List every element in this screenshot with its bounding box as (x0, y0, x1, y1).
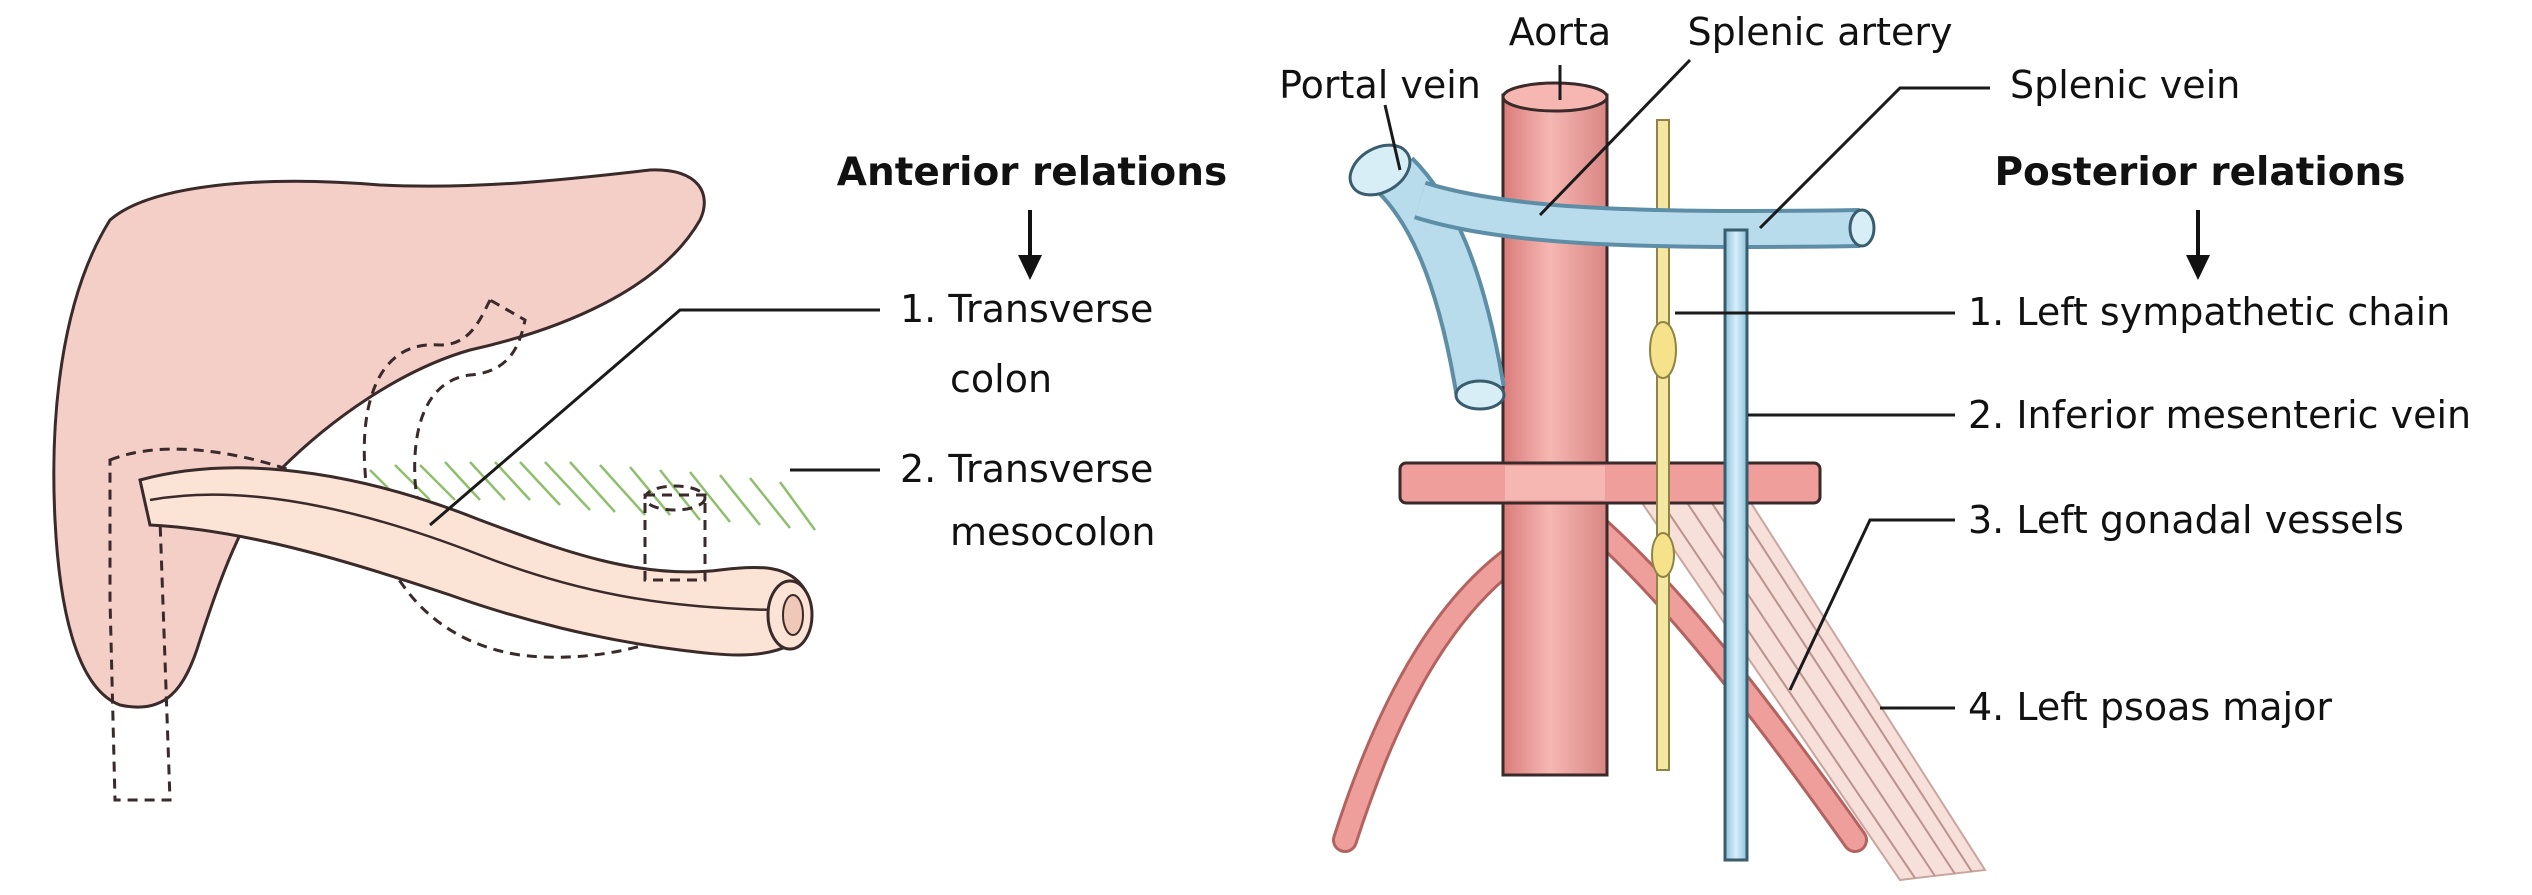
colon-lumen (783, 595, 803, 635)
inferior-mesenteric-vein (1725, 230, 1747, 860)
sympathetic-ganglion-2 (1652, 533, 1674, 577)
renal-arteries (1400, 463, 1820, 503)
aorta-top (1503, 83, 1607, 111)
renal-aorta-junction (1505, 466, 1605, 500)
splenic-vein-label: Splenic vein (2010, 63, 2240, 107)
splenic-vein-fill (1420, 200, 1860, 229)
anterior-labels: Anterior relations 1. Transverse colon 2… (837, 150, 1227, 554)
splenic-artery-label: Splenic artery (1687, 10, 1952, 54)
splenic-vein-cut-end (1850, 210, 1874, 246)
portal-vein-label: Portal vein (1279, 63, 1481, 107)
posterior-item-2: 2. Inferior mesenteric vein (1968, 393, 2471, 437)
posterior-labels: Posterior relations 1. Left sympathetic … (1968, 150, 2471, 729)
aorta-label: Aorta (1509, 10, 1611, 54)
aorta (1503, 95, 1607, 775)
posterior-item-3: 3. Left gonadal vessels (1968, 498, 2404, 542)
portal-vein-lower-end (1456, 381, 1504, 409)
posterior-heading: Posterior relations (1994, 150, 2405, 195)
anterior-item-1-line2: colon (950, 357, 1052, 401)
anterior-illustration (54, 170, 880, 800)
posterior-item-4: 4. Left psoas major (1968, 685, 2332, 729)
posterior-illustration (1341, 60, 1990, 880)
anterior-arrow (1018, 210, 1042, 280)
anterior-item-1-line1: 1. Transverse (900, 287, 1153, 331)
posterior-arrow (2186, 210, 2210, 280)
anterior-item-2-line2: mesocolon (950, 510, 1155, 554)
psoas-major (1640, 470, 1985, 880)
anterior-heading: Anterior relations (837, 150, 1227, 195)
leader-splenic-vein (1760, 88, 1990, 228)
posterior-item-1: 1. Left sympathetic chain (1968, 290, 2450, 334)
anterior-item-2-line1: 2. Transverse (900, 447, 1153, 491)
posterior-top-labels: Aorta Splenic artery Portal vein Splenic… (1279, 10, 2240, 107)
sympathetic-ganglion-1 (1650, 322, 1676, 378)
